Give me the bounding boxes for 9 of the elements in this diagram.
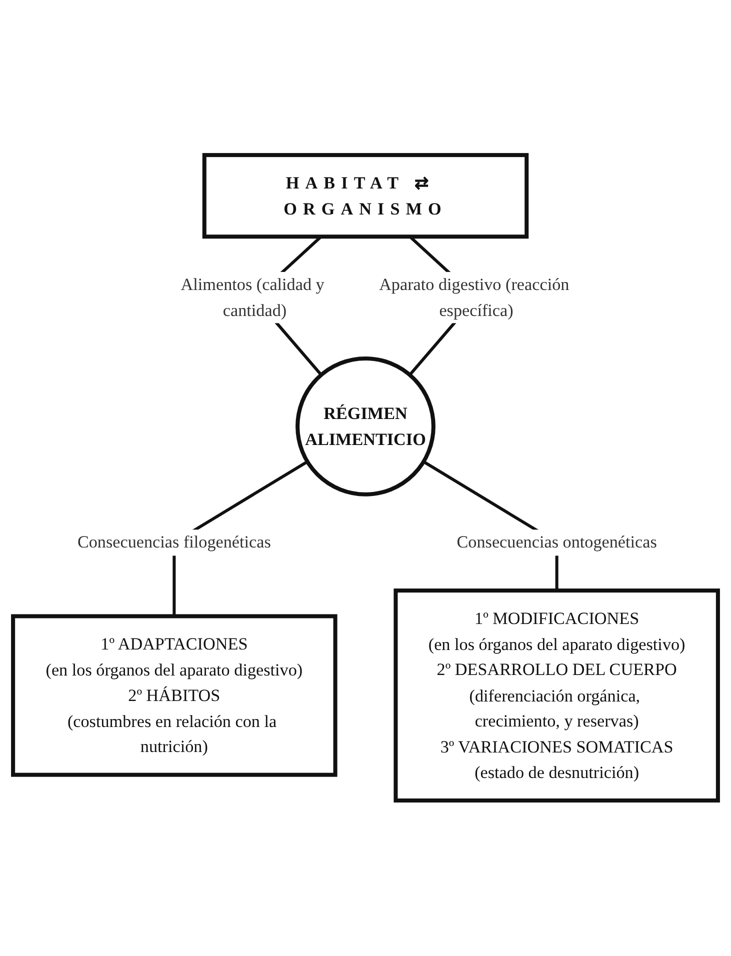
node-box: [202, 153, 529, 239]
edge-label: Consecuencias filogenéticas: [77, 532, 271, 552]
edge-label: Alimentos (calidad y cantidad): [180, 275, 324, 320]
diagram: Alimentos (calidad y cantidad) Aparato digestivo (reacción específica) Consecuencias filogenéticas Consecuencias ontogenéticas HABITAT ⇄ ORGANISMO RÉGIMEN ALIMENTICIO 1º ADAPTACIONES (en los órganos del aparato digestivo) 2º HÁBITOS (costumbres en relación con la nutrición) 1º MODIFICACIONES (en los órganos del aparato digestivo) 2º DESARROLLO DEL CUERPO (diferenciación orgánica, crecimiento, y reservas) 3º VARIACIONES SOMATICAS (estado de desnutrición): [5, 147, 726, 809]
node-box: [394, 588, 720, 803]
node-circle: [296, 356, 436, 497]
node-box: [11, 614, 338, 778]
edge-label: Aparato digestivo (reacción específica): [379, 275, 570, 320]
edge-label: Consecuencias ontogenéticas: [456, 532, 657, 552]
